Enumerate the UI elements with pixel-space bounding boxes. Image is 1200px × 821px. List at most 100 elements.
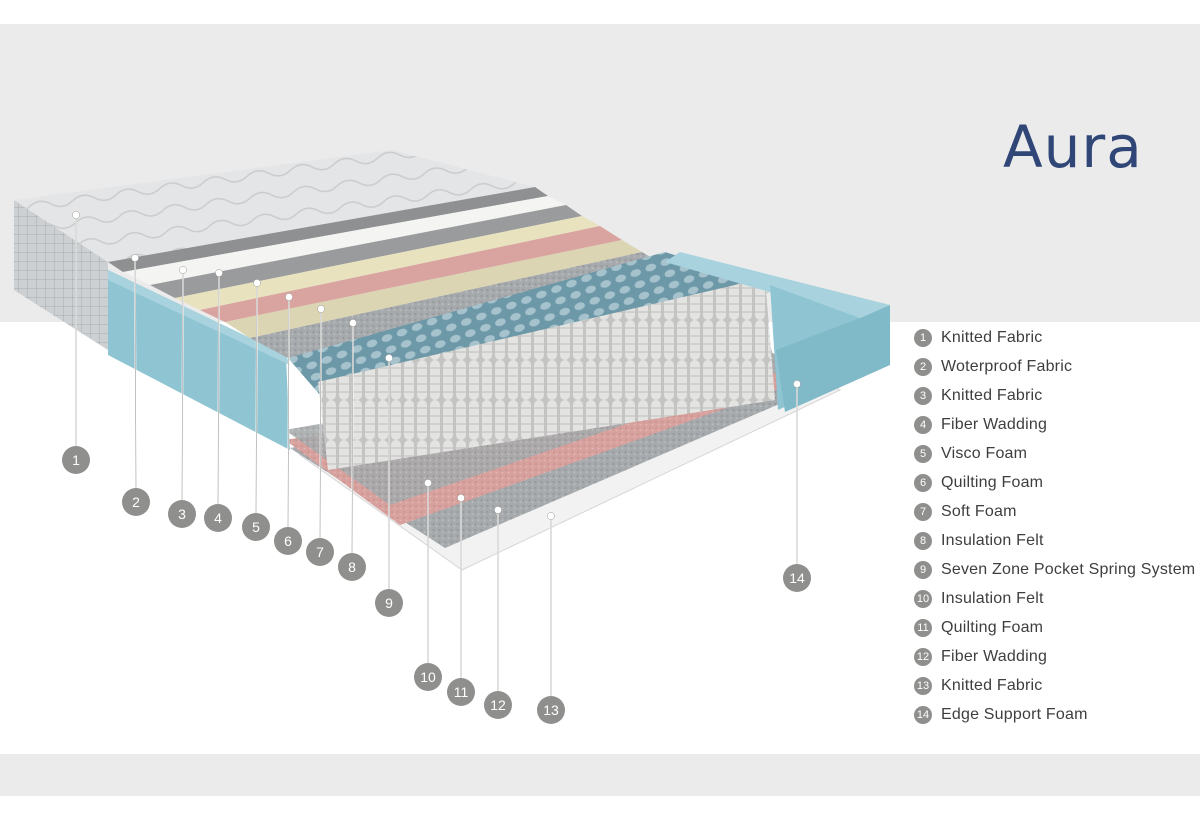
callout-marker (62, 446, 90, 474)
layer-5-visco (175, 216, 600, 310)
legend-item: 1 Knitted Fabric (914, 323, 1195, 352)
legend-number-badge: 8 (914, 531, 932, 550)
legend-item: 6 Quilting Foam (914, 468, 1195, 497)
legend-item: 5 Visco Foam (914, 439, 1195, 468)
callout-marker (447, 678, 475, 706)
legend-label: Seven Zone Pocket Spring System (941, 560, 1196, 578)
callout-marker (306, 538, 334, 566)
leader-dot (131, 254, 139, 262)
legend-label: Edge Support Foam (941, 705, 1088, 723)
legend-number-badge: 7 (914, 502, 932, 521)
callout-number: 5 (252, 519, 260, 535)
callout-marker (168, 500, 196, 528)
legend-label: Soft Foam (941, 502, 1017, 520)
callout-number: 14 (789, 570, 805, 586)
callout-number: 10 (420, 669, 436, 685)
legend-number-badge: 2 (914, 357, 932, 376)
product-title: Aura (1003, 113, 1143, 181)
legend-number-badge: 4 (914, 415, 932, 434)
legend-number-badge: 14 (914, 705, 932, 724)
leader-line-shadow (351, 322, 354, 554)
layer-3-knitted (123, 196, 566, 285)
callout-marker (537, 696, 565, 724)
layer-2-waterproof (108, 187, 548, 272)
callout-marker (484, 691, 512, 719)
layer-14-edge-foam-right-top (665, 252, 890, 318)
callout-marker (274, 527, 302, 555)
legend-number-badge: 10 (914, 589, 932, 608)
legend-label: Quilting Foam (941, 618, 1044, 636)
layer-6-quilting-foam (200, 226, 622, 322)
legend-number-badge: 13 (914, 676, 932, 695)
callout-marker (375, 589, 403, 617)
leader-dot (793, 380, 801, 388)
callout-number: 12 (490, 697, 506, 713)
leader-line-shadow (319, 308, 322, 539)
bottom-background-band (0, 754, 1200, 796)
leader-line-shadow (181, 269, 184, 501)
callout-marker (338, 553, 366, 581)
layer-7-soft-foam (225, 240, 642, 338)
legend-label: Insulation Felt (941, 531, 1044, 549)
legend-item: 8 Insulation Felt (914, 526, 1195, 555)
leader-dot (494, 506, 502, 514)
legend-label: Fiber Wadding (941, 647, 1048, 665)
legend-label: Knitted Fabric (941, 676, 1043, 694)
legend-number-badge: 1 (914, 328, 932, 347)
legend-label: Insulation Felt (941, 589, 1044, 607)
legend-label: Woterproof Fabric (941, 357, 1073, 375)
legend-number-badge: 5 (914, 444, 932, 463)
legend-item: 11 Quilting Foam (914, 613, 1195, 642)
legend-item: 13 Knitted Fabric (914, 671, 1195, 700)
leader-line-shadow (134, 257, 137, 489)
leader-dot (317, 305, 325, 313)
left-edge-foam (108, 270, 290, 450)
leader-line-shadow (217, 272, 220, 505)
callout-number: 7 (316, 544, 324, 560)
callout-marker (414, 663, 442, 691)
leader-dot (424, 479, 432, 487)
leader-dot (457, 494, 465, 502)
legend-label: Visco Foam (941, 444, 1028, 462)
callout-number: 11 (454, 684, 469, 700)
leader-dot (253, 279, 261, 287)
leader-line-shadow (287, 296, 290, 528)
leader-line-shadow (255, 282, 258, 514)
legend-item: 4 Fiber Wadding (914, 410, 1195, 439)
layer-9-spring-block-front (318, 278, 775, 470)
legend-number-badge: 9 (914, 560, 932, 579)
legend-label: Fiber Wadding (941, 415, 1048, 433)
legend-item: 3 Knitted Fabric (914, 381, 1195, 410)
legend-item: 14 Edge Support Foam (914, 700, 1195, 729)
legend-item: 2 Woterproof Fabric (914, 352, 1195, 381)
legend-number-badge: 6 (914, 473, 932, 492)
leader-dot (385, 354, 393, 362)
legend-number-badge: 12 (914, 647, 932, 666)
callout-number: 8 (348, 559, 356, 575)
legend-item: 7 Soft Foam (914, 497, 1195, 526)
layer-1-cover-side (14, 200, 108, 350)
leader-dot (547, 512, 555, 520)
callout-number: 3 (178, 506, 186, 522)
callout-marker (204, 504, 232, 532)
legend-label: Quilting Foam (941, 473, 1044, 491)
callout-number: 6 (284, 533, 292, 549)
legend-number-badge: 11 (914, 618, 932, 637)
callout-number: 4 (214, 510, 222, 526)
layer-14-edge-foam-end (776, 305, 890, 412)
legend-item: 9 Seven Zone Pocket Spring System (914, 555, 1195, 584)
callout-marker (242, 513, 270, 541)
layer-1-quilted-top (14, 150, 535, 262)
legend-label: Knitted Fabric (941, 386, 1043, 404)
callout-marker (783, 564, 811, 592)
leader-dot (72, 211, 80, 219)
legend-label: Knitted Fabric (941, 328, 1043, 346)
leader-dot (215, 269, 223, 277)
legend-item: 12 Fiber Wadding (914, 642, 1195, 671)
layer-4-fiber-wadding (150, 205, 582, 298)
legend-item: 10 Insulation Felt (914, 584, 1195, 613)
callout-number: 1 (72, 452, 80, 468)
legend-number-badge: 3 (914, 386, 932, 405)
